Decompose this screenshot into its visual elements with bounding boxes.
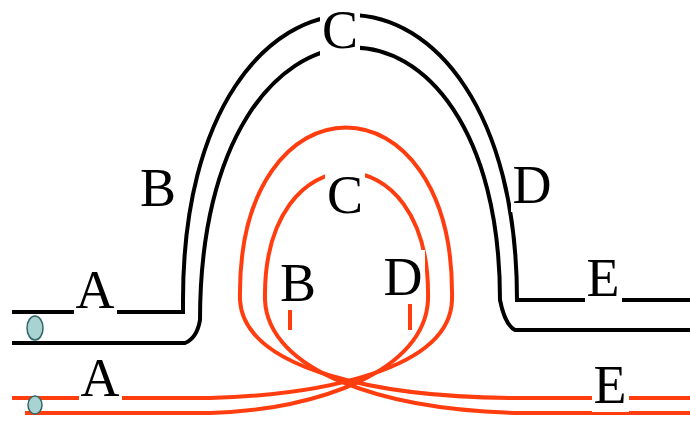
- part-letter: A: [74, 263, 117, 317]
- part-letter: E: [592, 358, 629, 412]
- part-letter: D: [511, 158, 554, 212]
- tube-end: [27, 316, 43, 340]
- red-tick: [408, 300, 412, 330]
- part-letter: C: [325, 168, 365, 222]
- part-letter: B: [138, 161, 178, 215]
- part-letter: E: [585, 251, 622, 305]
- black-inner-line: [12, 47, 690, 343]
- tube-end: [28, 396, 42, 414]
- part-letter: D: [382, 250, 425, 304]
- part-letter: B: [278, 256, 318, 310]
- part-letter: A: [79, 351, 122, 405]
- part-letter: C: [320, 3, 360, 57]
